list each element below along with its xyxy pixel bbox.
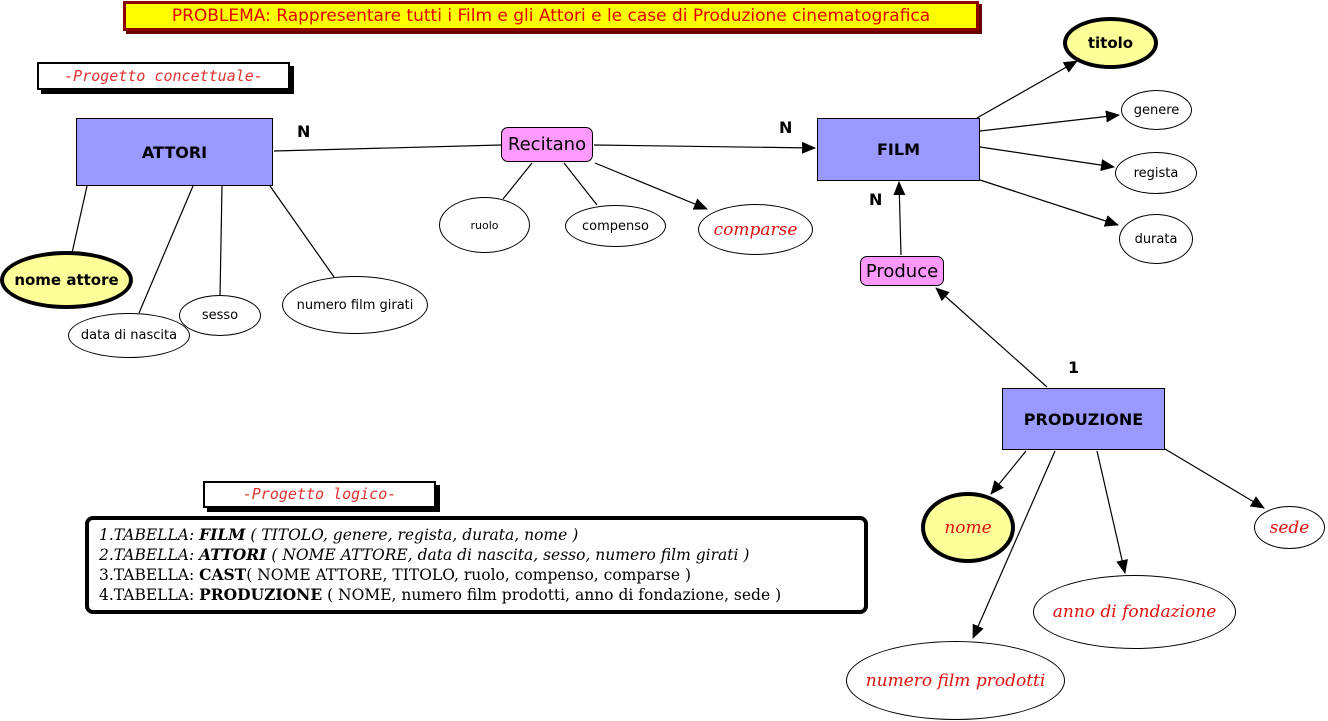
attribute-compenso[interactable]: compenso xyxy=(565,205,666,247)
edge-produzione-nome xyxy=(990,450,1027,495)
attribute-genere[interactable]: genere xyxy=(1121,90,1192,130)
edge-produzione-numero-film xyxy=(972,450,1056,639)
attribute-data-di-nascita[interactable]: data di nascita xyxy=(68,313,190,358)
table-fields: ( NOME ATTORE, TITOLO, ruolo, compenso, … xyxy=(246,566,692,584)
table-prefix: 3.TABELLA: xyxy=(99,566,200,584)
table-row-attori: 2.TABELLA: ATTORI ( NOME ATTORE, data di… xyxy=(99,545,854,565)
logical-model-box: 1.TABELLA: FILM ( TITOLO, genere, regist… xyxy=(85,516,868,614)
attribute-sesso[interactable]: sesso xyxy=(179,295,261,336)
edge-produzione-sede xyxy=(1164,448,1265,509)
edge-recitano-comparse xyxy=(594,162,708,210)
edge-recitano-film xyxy=(593,141,816,154)
cardinality-produce-film: N xyxy=(869,190,883,209)
relationship-produce[interactable]: Produce xyxy=(860,256,944,286)
attribute-nome[interactable]: nome xyxy=(921,492,1015,563)
table-prefix: 1.TABELLA: xyxy=(99,526,200,544)
relationship-recitano[interactable]: Recitano xyxy=(501,127,593,162)
table-name: FILM xyxy=(199,525,246,544)
edge-film-regista xyxy=(979,146,1115,172)
entity-attori[interactable]: ATTORI xyxy=(76,118,273,186)
attribute-numero-film-prodotti[interactable]: numero film prodotti xyxy=(846,641,1065,720)
edge-film-durata xyxy=(979,179,1119,227)
edge-film-genere xyxy=(979,110,1120,132)
problem-banner: PROBLEMA: Rappresentare tutti i Film e g… xyxy=(123,1,979,31)
edge-attori-data-nascita xyxy=(138,185,194,314)
table-name: CAST xyxy=(199,565,247,584)
table-row-produzione: 4.TABELLA: PRODUZIONE ( NOME, numero fil… xyxy=(99,585,854,605)
edge-recitano-ruolo xyxy=(502,162,533,200)
entity-film[interactable]: FILM xyxy=(817,118,980,181)
table-row-cast: 3.TABELLA: CAST( NOME ATTORE, TITOLO, ru… xyxy=(99,565,854,585)
edge-attori-sesso xyxy=(219,185,223,298)
attribute-comparse[interactable]: comparse xyxy=(698,204,813,255)
attribute-ruolo[interactable]: ruolo xyxy=(439,197,530,253)
table-fields: ( TITOLO, genere, regista, durata, nome … xyxy=(245,526,579,544)
edge-produzione-produce xyxy=(935,287,1048,388)
edge-attori-nome-attore xyxy=(71,185,88,254)
edge-produzione-anno xyxy=(1096,450,1128,574)
attribute-regista[interactable]: regista xyxy=(1115,152,1197,194)
table-row-film: 1.TABELLA: FILM ( TITOLO, genere, regist… xyxy=(99,525,854,545)
logical-design-label: -Progetto logico- xyxy=(203,481,436,508)
table-fields: ( NOME ATTORE, data di nascita, sesso, n… xyxy=(266,546,750,564)
attribute-durata[interactable]: durata xyxy=(1119,214,1193,264)
edge-produce-film xyxy=(893,181,906,256)
edge-attori-recitano xyxy=(273,144,502,152)
entity-produzione[interactable]: PRODUZIONE xyxy=(1002,388,1165,450)
edge-recitano-compenso xyxy=(563,162,598,206)
edge-attori-numero-film xyxy=(269,185,335,278)
cardinality-attori-recitano: N xyxy=(297,122,311,141)
attribute-sede[interactable]: sede xyxy=(1254,506,1325,549)
attribute-titolo[interactable]: titolo xyxy=(1063,17,1158,69)
cardinality-produzione-produce: 1 xyxy=(1068,358,1080,377)
table-fields: ( NOME, numero film prodotti, anno di fo… xyxy=(322,586,782,604)
table-prefix: 4.TABELLA: xyxy=(99,586,200,604)
table-prefix: 2.TABELLA: xyxy=(99,546,200,564)
conceptual-design-label: -Progetto concettuale- xyxy=(37,62,290,90)
table-name: PRODUZIONE xyxy=(199,585,323,604)
attribute-nome-attore[interactable]: nome attore xyxy=(0,251,133,309)
table-name: ATTORI xyxy=(199,545,267,564)
edge-film-titolo xyxy=(976,60,1078,119)
cardinality-recitano-film: N xyxy=(779,118,793,137)
attribute-numero-film-girati[interactable]: numero film girati xyxy=(282,276,428,334)
attribute-anno-di-fondazione[interactable]: anno di fondazione xyxy=(1033,575,1236,649)
